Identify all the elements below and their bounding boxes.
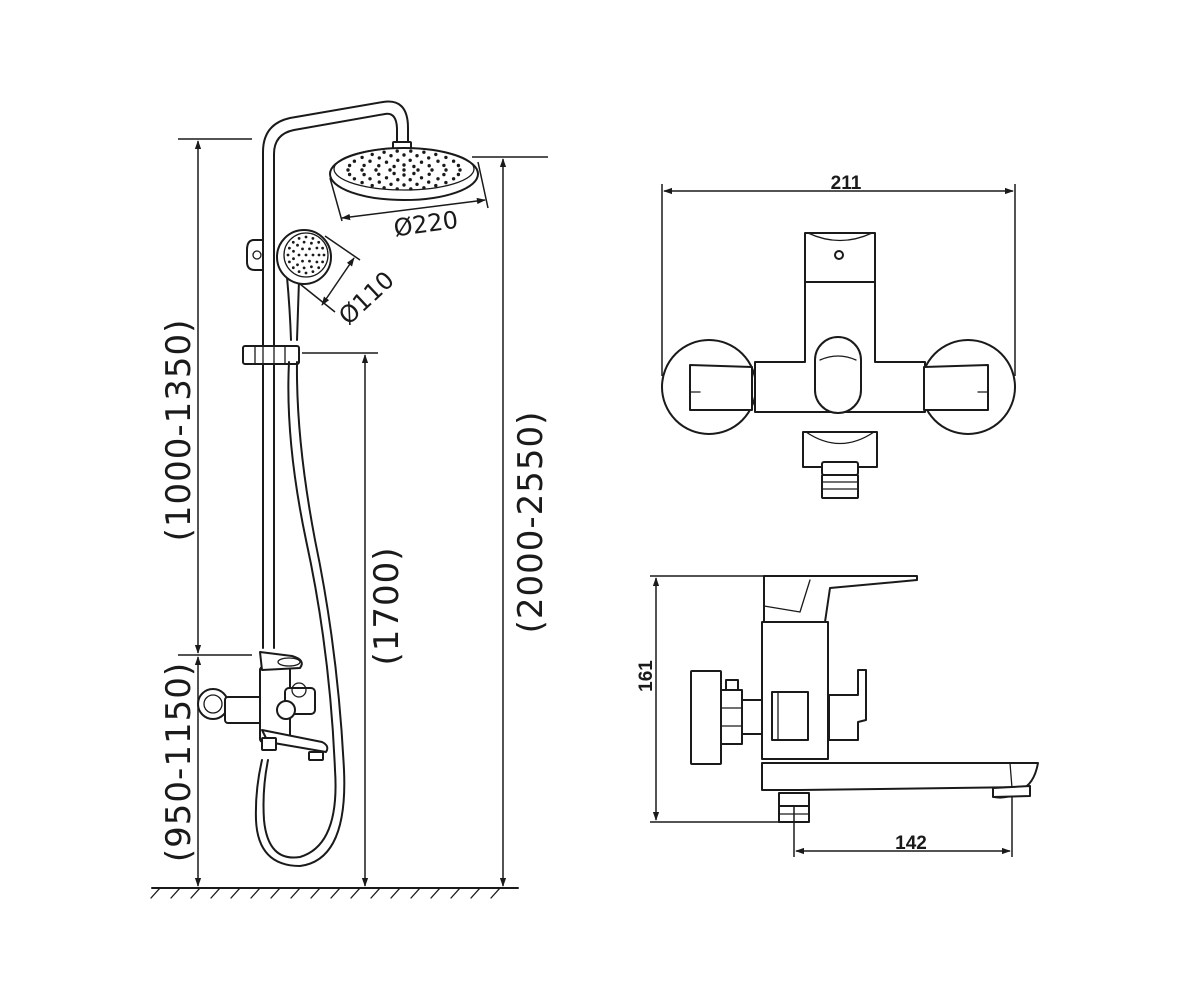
rain-shower-head xyxy=(329,147,479,201)
floor-line xyxy=(150,887,519,899)
rail-pipe xyxy=(262,100,409,649)
slide-holder xyxy=(242,345,300,365)
mixer-side-view: 161 142 xyxy=(636,575,1039,857)
hand-shower xyxy=(276,229,332,341)
mixer-width-label: 211 xyxy=(831,173,862,194)
rail-pipe-inner xyxy=(273,112,398,649)
mixer-front-view: 211 xyxy=(661,173,1016,499)
overall-height-label: (2000-2550) xyxy=(511,411,551,634)
shower-hose xyxy=(262,361,337,859)
bath-mixer-small xyxy=(197,651,329,761)
hand-shower-diameter-label: Ø110 xyxy=(333,266,399,331)
rain-head-diameter-label: Ø220 xyxy=(392,206,460,243)
holder-height-label: (1700) xyxy=(367,546,407,665)
shower-hose-inner xyxy=(254,361,346,867)
rail-height-label: (1000-1350) xyxy=(159,319,199,542)
mixer-height-label: (950-1150) xyxy=(159,662,199,862)
rail-clip xyxy=(246,239,263,271)
shower-column-view: (1000-1350) (950-1150) (1700) (2000-2550… xyxy=(150,100,551,899)
mixer-depth-label: 161 xyxy=(636,660,657,692)
spout-length-label: 142 xyxy=(895,833,927,854)
